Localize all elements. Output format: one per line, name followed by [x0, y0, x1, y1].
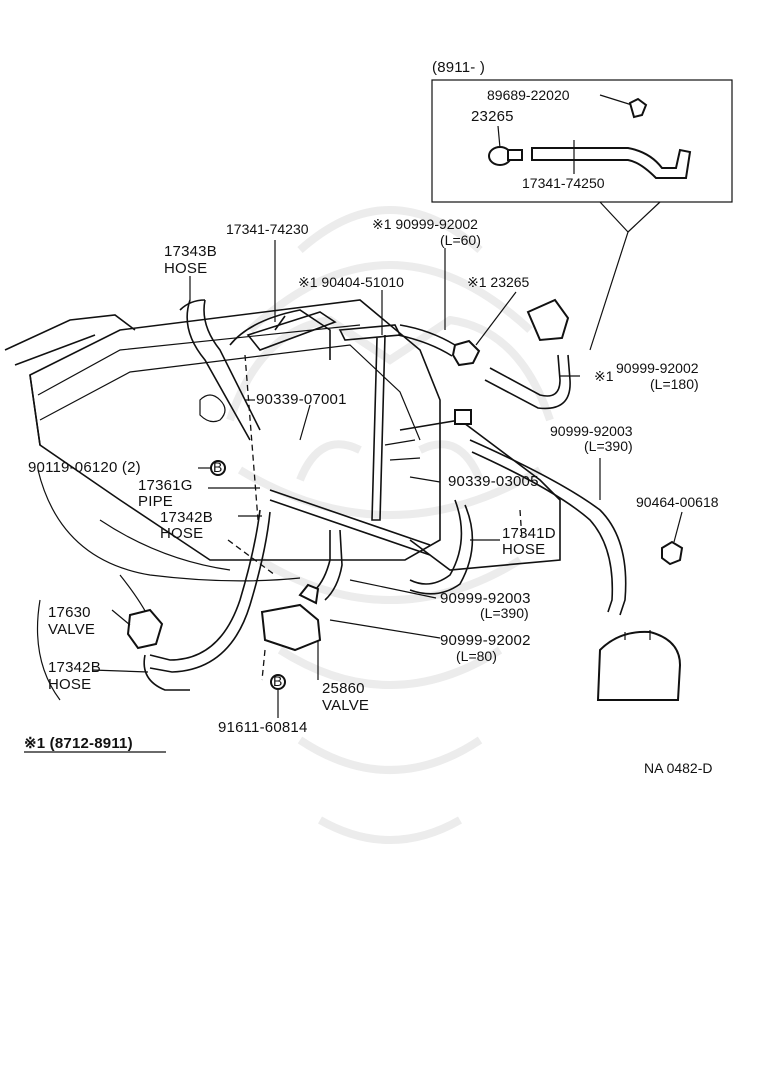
inset-frame	[431, 79, 733, 203]
valve-17630-icon	[126, 608, 164, 650]
label-17361g-name: PIPE	[138, 493, 173, 510]
label-bolt-b-2: B	[273, 673, 282, 689]
label-17342b-upper-name: HOSE	[160, 525, 203, 542]
label-17341d-num: 17341D	[502, 525, 556, 542]
label-90999-92003-mid: 90999-92003	[440, 590, 531, 607]
hoses	[143, 298, 627, 691]
label-star1-right: ※1	[594, 368, 614, 384]
hose-90999-92002-top	[399, 324, 456, 346]
hose-17341d	[409, 499, 463, 585]
vsv-23265-icon	[451, 339, 481, 367]
label-90999-92002-mid: 90999-92002	[440, 632, 531, 649]
label-25860-num: 25860	[322, 680, 365, 697]
label-bolt-b: B	[213, 459, 222, 475]
hose-90999-92002-right	[489, 354, 561, 397]
bolt-b-icon-2	[270, 674, 286, 690]
label-90119-06120: 90119-06120 (2)	[28, 459, 141, 476]
label-90404-51010: ※1 90404-51010	[298, 274, 404, 290]
leader-lines	[91, 240, 683, 718]
valve-25860-icon	[260, 603, 322, 652]
charcoal-canister-icon	[596, 630, 682, 701]
hose-17343b-line	[186, 299, 251, 441]
inset-part-89689: 89689-22020	[487, 87, 570, 103]
inset-part-17341-74250: 17341-74250	[522, 175, 605, 191]
label-17342b-lower-name: HOSE	[48, 676, 91, 693]
label-len-390-mid: (L=390)	[480, 605, 529, 621]
label-17630-num: 17630	[48, 604, 91, 621]
label-len-80: (L=80)	[456, 648, 497, 664]
watermark-emblem	[226, 206, 554, 844]
long-vertical-hose	[371, 334, 386, 521]
throttle-icon	[199, 394, 226, 423]
label-17342b-upper-num: 17342B	[160, 509, 213, 526]
diagram-code: NA 0482-D	[644, 760, 712, 776]
canister-valve-icon	[526, 298, 570, 342]
label-90339-03005: 90339-03005	[448, 473, 539, 490]
label-23265-star: ※1 23265	[467, 274, 530, 290]
clip-icon	[628, 97, 648, 119]
label-25860-name: VALVE	[322, 697, 369, 714]
inset-heading: (8911- )	[432, 59, 485, 76]
intake-plenum	[29, 299, 441, 561]
part-labels: 17343B HOSE 17341-74230 ※1 90999-92002 (…	[24, 216, 719, 776]
label-90464-00618: 90464-00618	[636, 494, 719, 510]
hose-17342b-lower	[143, 654, 190, 691]
inset-hose-17341	[531, 147, 692, 179]
label-len-390-right: (L=390)	[584, 438, 633, 454]
label-90339-07001: 90339-07001	[256, 391, 347, 408]
label-len-180: (L=180)	[650, 376, 699, 392]
inset-part-23265: 23265	[471, 108, 514, 125]
label-90999-92003-right: 90999-92003	[550, 423, 633, 439]
inset-panel: (8911- ) 89689-22020 23265 17341-74250	[431, 59, 733, 351]
hose-17342b-upper	[149, 509, 261, 661]
label-17343b-num: 17343B	[164, 243, 217, 260]
label-len-60: (L=60)	[440, 232, 481, 248]
label-17341d-name: HOSE	[502, 541, 545, 558]
inset-pointer	[589, 201, 629, 351]
label-17342b-lower-num: 17342B	[48, 659, 101, 676]
label-91611-60814: 91611-60814	[218, 719, 308, 736]
label-17343b-name: HOSE	[164, 260, 207, 277]
label-17341-74230: 17341-74230	[226, 221, 309, 237]
label-90999-92002-right: 90999-92002	[616, 360, 699, 376]
components	[126, 460, 684, 701]
pipe-17361g	[269, 489, 431, 546]
hose-90999-92003-right	[469, 439, 627, 616]
label-90999-92002-top: ※1 90999-92002	[372, 216, 478, 232]
footnote: ※1 (8712-8911)	[24, 735, 133, 752]
engine-block	[4, 299, 561, 701]
label-17630-name: VALVE	[48, 621, 95, 638]
clamp-90464-icon	[661, 540, 684, 566]
label-17361g-num: 17361G	[138, 477, 193, 494]
